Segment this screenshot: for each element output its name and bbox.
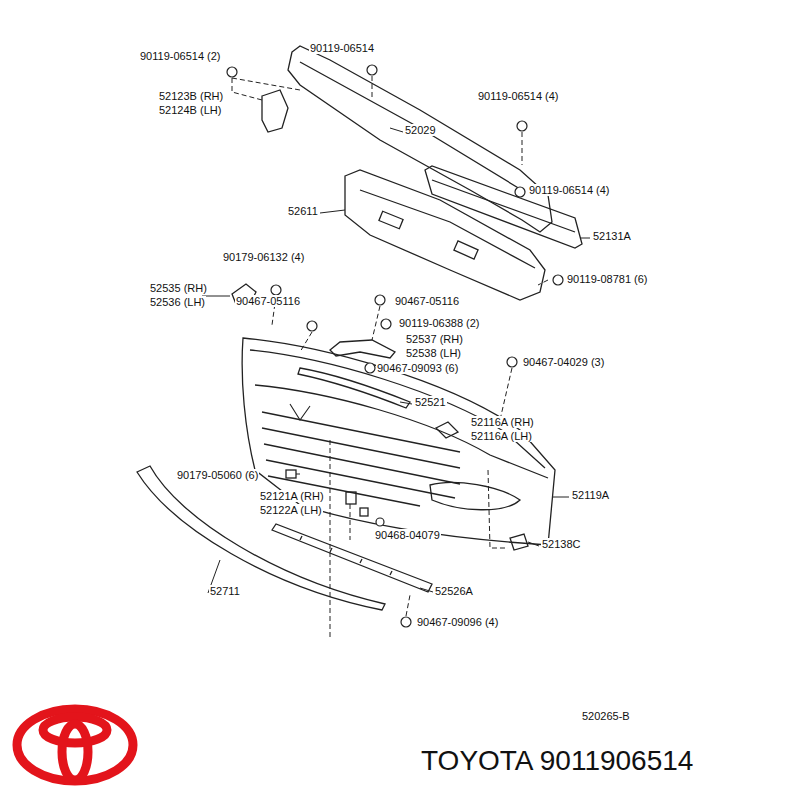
callout-number: 90179-06132 (4)	[222, 251, 305, 263]
callout-number: 52121A (RH)	[259, 490, 325, 502]
callout-number: 52029	[404, 124, 437, 136]
callout-number: 52611	[287, 205, 319, 217]
callout-number: 52122A (LH)	[259, 504, 323, 516]
callout-number: 52138C	[541, 538, 582, 550]
callout-number: 52537 (RH)	[405, 333, 464, 345]
callout-number: 90119-06388 (2)	[398, 317, 481, 329]
callout-number: 52116A (RH)	[470, 416, 535, 428]
callout-number: 90467-09093 (6)	[376, 362, 459, 374]
callout-number: 52119A	[571, 489, 610, 501]
callout-number: 52131A	[592, 230, 632, 242]
callout-number: 90467-05116	[235, 295, 301, 307]
callout-number: 52538 (LH)	[405, 347, 462, 359]
callout-number: 52124B (LH)	[158, 104, 222, 116]
callout-number: 90467-04029 (3)	[522, 356, 605, 368]
fasteners	[227, 65, 563, 627]
leader-lines	[232, 76, 548, 640]
callout-number: 52116A (LH)	[470, 430, 533, 442]
callout-number: 90468-04079	[374, 529, 441, 541]
callout-number: 90119-06514 (2)	[139, 50, 222, 62]
callout-number: 90179-05060 (6)	[176, 469, 259, 481]
callout-number: 52536 (LH)	[149, 296, 206, 308]
part-number-title: TOYOTA 9011906514	[420, 746, 694, 777]
callout-number: 90467-09096 (4)	[416, 616, 499, 628]
toyota-logo	[17, 709, 133, 781]
callout-number: 52526A	[434, 585, 474, 597]
callout-number: 52521	[414, 396, 447, 408]
callout-number: 90119-06514	[309, 42, 375, 54]
callout-number: 52711	[209, 585, 241, 597]
callout-number: 52123B (RH)	[158, 90, 224, 102]
callout-number: 90119-06514 (4)	[528, 184, 611, 196]
callout-number: 52535 (RH)	[149, 282, 208, 294]
callout-number: 90467-05116	[394, 295, 460, 307]
bumper-parts	[137, 46, 582, 610]
callout-number: 90119-08781 (6)	[566, 273, 649, 285]
callout-number: 90119-06514 (4)	[477, 90, 560, 102]
callout-number: 520265-B	[581, 710, 631, 722]
